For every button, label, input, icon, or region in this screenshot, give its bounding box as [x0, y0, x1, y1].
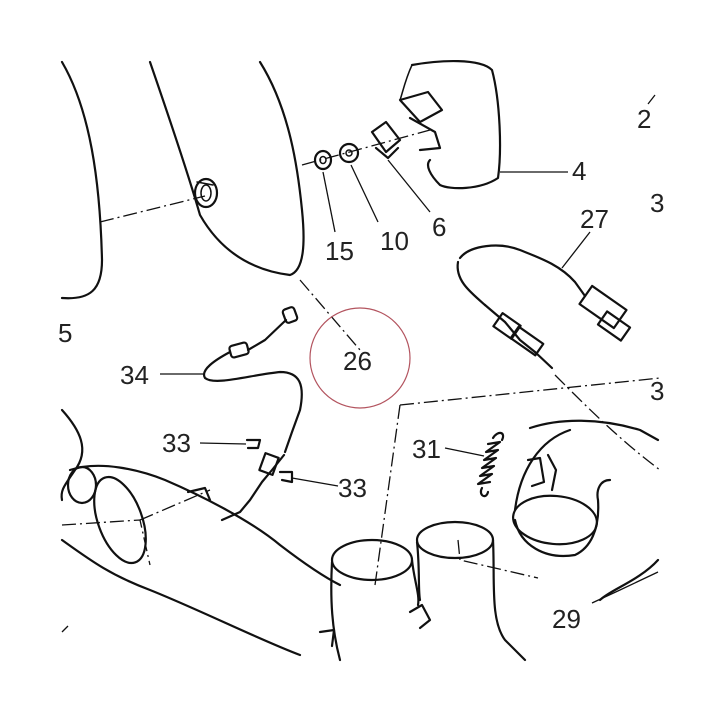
upper-right-panel [398, 60, 502, 190]
clip-33-lower [278, 470, 294, 484]
rubber-grommet [193, 177, 219, 209]
callout-34: 34 [120, 360, 149, 390]
clip-33-upper [245, 438, 262, 450]
callout-4: 4 [572, 156, 586, 186]
callout-27: 27 [580, 204, 609, 234]
reference-line-26 [299, 279, 361, 351]
exhaust-header-left [60, 408, 342, 657]
temperature-sensor-34 [202, 306, 303, 522]
callout-3-right: 3 [650, 376, 664, 406]
callout-26-highlight [309, 307, 411, 409]
callout-29: 29 [552, 604, 581, 634]
washer-axis-line [301, 129, 431, 166]
left-fairing-panel [60, 60, 305, 300]
callout-10: 10 [380, 226, 409, 256]
washer-15 [313, 149, 333, 171]
exhaust-collector [318, 404, 539, 662]
callout-5: 5 [58, 318, 72, 348]
callout-3-upper: 3 [650, 188, 664, 218]
callout-15: 15 [325, 236, 354, 266]
callout-labels: 2 4 3 27 15 10 6 5 26 34 3 33 31 33 29 [58, 104, 664, 634]
reference-line [399, 377, 661, 406]
oxygen-sensor-27 [456, 244, 632, 370]
callout-26: 26 [343, 346, 372, 376]
callout-2: 2 [637, 104, 651, 134]
callout-31: 31 [412, 434, 441, 464]
exhaust-bend-29 [512, 374, 661, 602]
callout-33-lower: 33 [338, 473, 367, 503]
spring-31 [476, 431, 505, 498]
callout-6: 6 [432, 212, 446, 242]
spacer-clip-6 [370, 120, 402, 160]
callout-33-upper: 33 [162, 428, 191, 458]
leader-lines [61, 94, 659, 633]
washer-10 [338, 142, 360, 164]
